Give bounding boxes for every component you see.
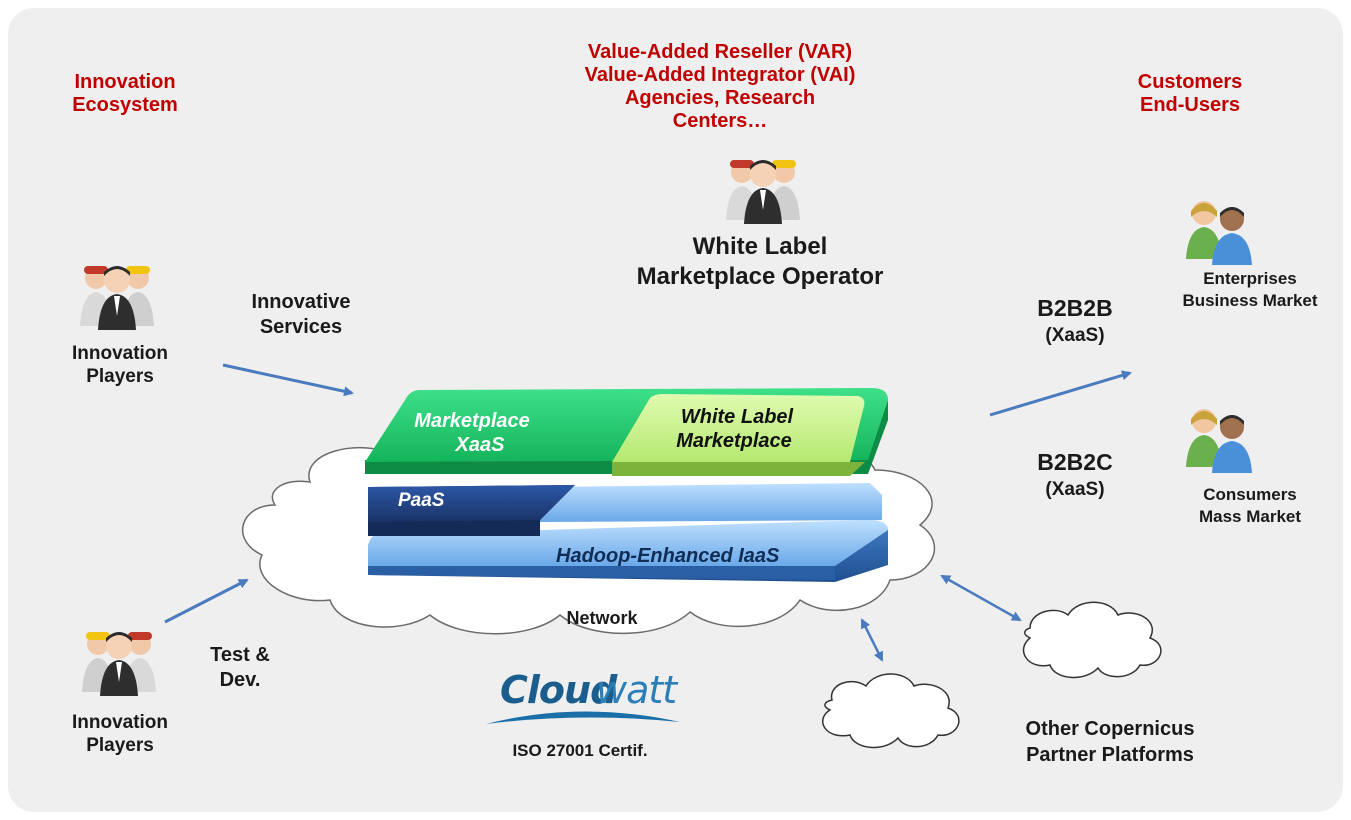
b2b2b-label: B2B2B(XaaS): [1037, 295, 1113, 346]
white-label-layer: [612, 394, 865, 476]
people-group-icon-operator: [726, 160, 800, 224]
paas-label: PaaS: [398, 490, 445, 511]
arrow-partner-left: [860, 618, 884, 662]
logo-brand-b: watt: [596, 668, 677, 712]
cloudwatt-logo: Cloud watt: [500, 668, 680, 712]
iso-caption: ISO 27001 Certif.: [512, 741, 648, 760]
partner-cloud-left: [821, 673, 960, 749]
marketplace-label-2: XaaS: [455, 434, 506, 456]
test-dev-label: Test &Dev.: [210, 644, 270, 691]
customer-pair-icon-enterprises: [1186, 201, 1252, 265]
white-label-label-2: Marketplace: [676, 430, 792, 452]
cloudwatt-logo-swoosh: [486, 711, 680, 724]
white-label-label-1: White Label: [681, 406, 794, 428]
partner-cloud-right: [1022, 601, 1162, 679]
customer-pair-icon-consumers: [1186, 409, 1252, 473]
var-header: Value-Added Reseller (VAR)Value-Added In…: [584, 41, 856, 132]
people-group-icon-top: [80, 266, 154, 330]
b2b2c-label: B2B2C(XaaS): [1037, 449, 1113, 500]
paas-layer: [368, 485, 575, 536]
arrow-partner-right: [940, 574, 1022, 622]
marketplace-label-1: Marketplace: [414, 410, 530, 432]
arrow-innovative-services: [222, 363, 354, 397]
mid-blue-slab: [540, 483, 882, 522]
arrow-test-dev: [164, 578, 249, 624]
iaas-label: Hadoop-Enhanced IaaS: [556, 545, 780, 567]
arrow-b2b: [989, 370, 1132, 417]
network-label: Network: [566, 608, 638, 628]
logo-brand-a: Cloud: [500, 668, 617, 712]
people-group-icon-bottom: [82, 632, 156, 696]
